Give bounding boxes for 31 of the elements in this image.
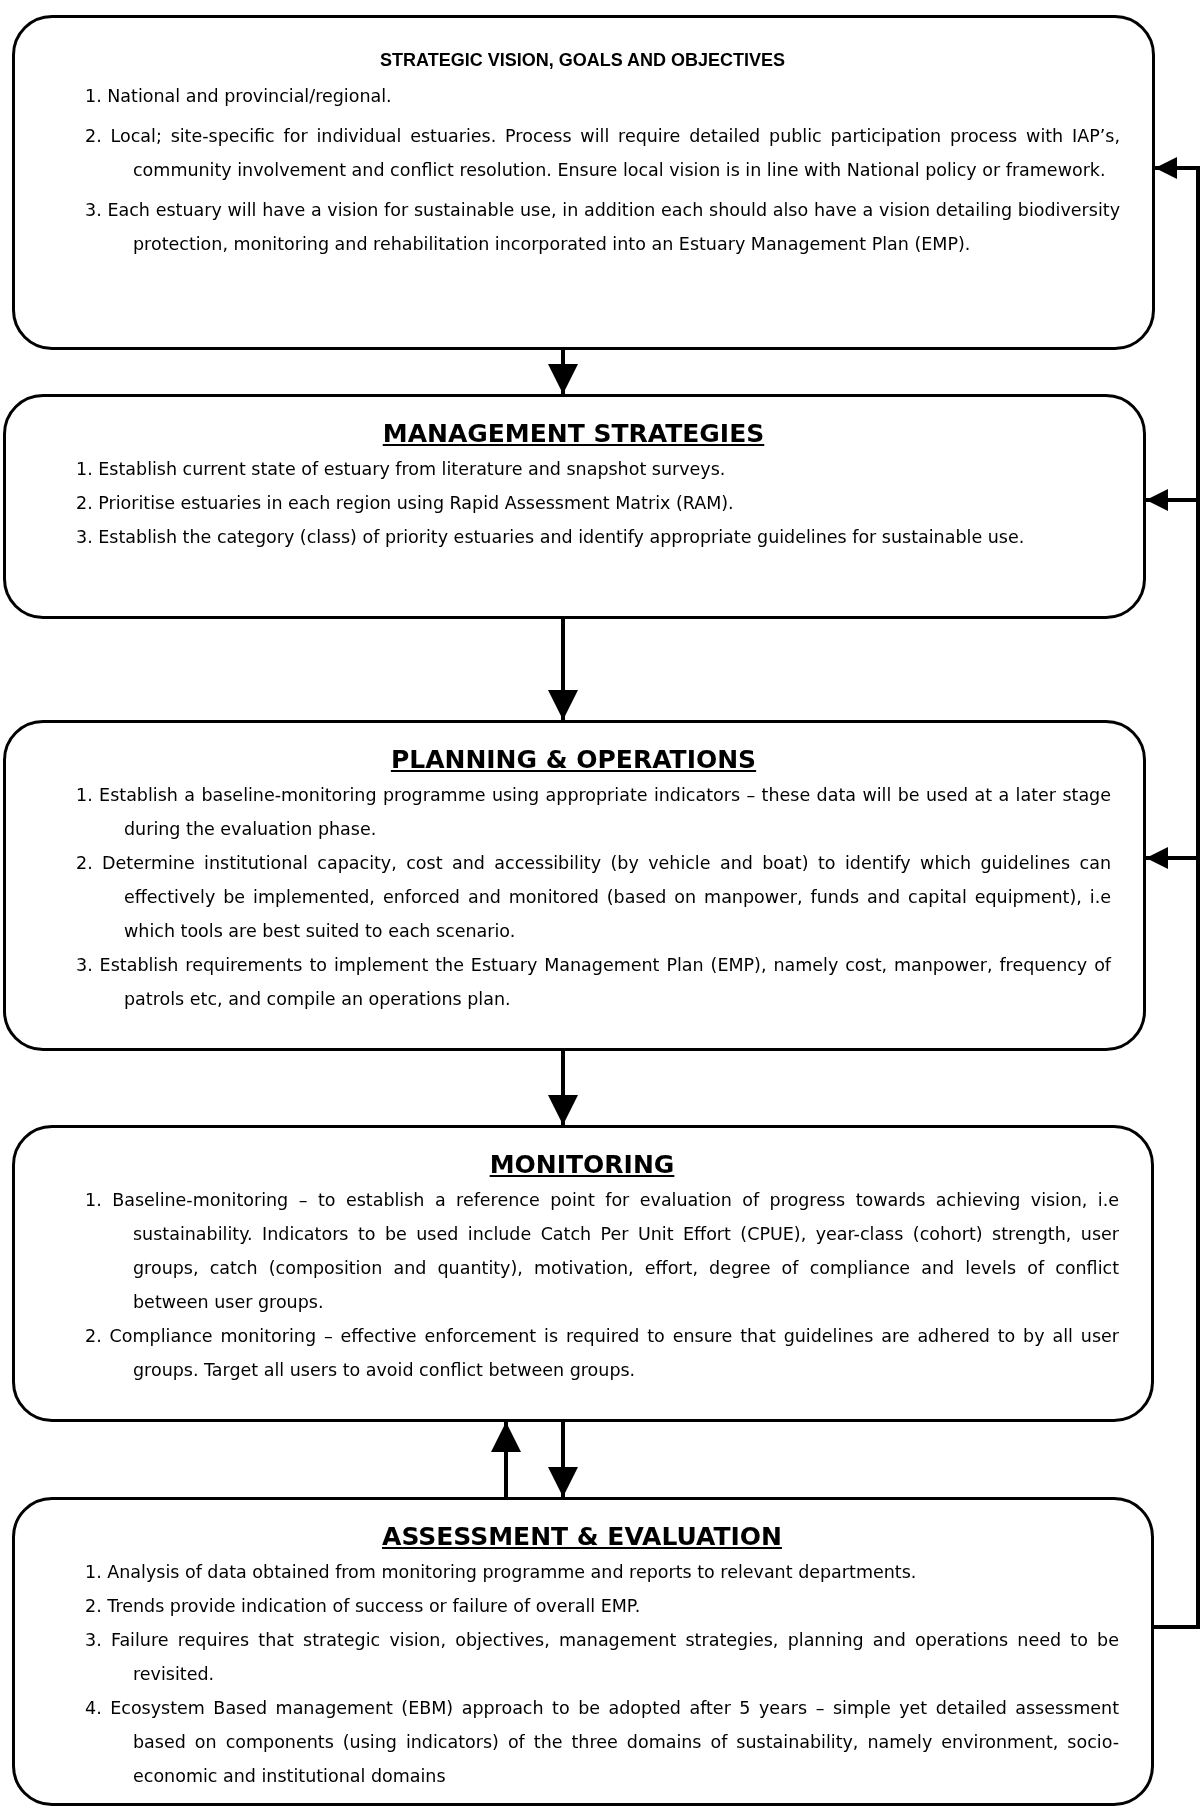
arrow <box>548 350 578 394</box>
list-item: 2. Compliance monitoring – effective enforcement is required to ensure that guidelines are adhered to by all user groups. Target all users to avoid conflict between groups. <box>85 1325 1119 1382</box>
list-item: 2. Determine institutional capacity, cost and accessibility (by vehicle and boat) to identify which guidelines can effectively be implemented, enforced and monitored (based on manpower, funds and capital equipment), i.e which tools are best suited to each scenario. <box>76 852 1111 943</box>
arrow <box>548 1051 578 1125</box>
arrow <box>1146 847 1200 1629</box>
box-heading: MANAGEMENT STRATEGIES <box>381 419 766 448</box>
list-item: 3. Each estuary will have a vision for sustainable use, in addition each should also have a vision detailing biodiversity protection, monitoring and rehabilitation incorporated into an Estuary Management Plan (EMP). <box>85 199 1120 256</box>
box-heading: STRATEGIC VISION, GOALS AND OBJECTIVES <box>378 50 786 71</box>
list-item: 2. Local; site-specific for individual estuaries. Process will require detailed public participation process with IAP’s, community involvement and conflict resolution. Ensure local vision is in line with National policy or framework. <box>85 125 1120 182</box>
list-item: 1. National and provincial/regional. <box>85 85 393 108</box>
list-item: 1. Establish a baseline-monitoring programme using appropriate indicators – these data will be used at a later stage during the evaluation phase. <box>76 784 1111 841</box>
list-item: 3. Failure requires that strategic vision, objectives, management strategies, planning and operations need to be revisited. <box>85 1629 1119 1686</box>
arrow <box>548 619 578 720</box>
list-item: 3. Establish the category (class) of priority estuaries and identify appropriate guidelines for sustainable use. <box>76 526 1026 549</box>
list-item: 1. Baseline-monitoring – to establish a reference point for evaluation of progress towards achieving vision, i.e sustainability. Indicators to be used include Catch Per Unit Effort (CPUE), year-class (cohort) strength, user groups, catch (composition and quantity), motivation, effort, degree of compliance and levels of conflict between user groups. <box>85 1189 1119 1314</box>
list-item: 4. Ecosystem Based management (EBM) approach to be adopted after 5 years – simple yet detailed assessment based on components (using indicators) of the three domains of sustainability, namely environment, socio-economic and institutional domains <box>85 1697 1119 1788</box>
box-heading: PLANNING & OPERATIONS <box>389 745 758 774</box>
list-item: 1. Analysis of data obtained from monitoring programme and reports to relevant departments. <box>85 1561 918 1584</box>
list-item: 1. Establish current state of estuary from literature and snapshot surveys. <box>76 458 727 481</box>
process-box <box>12 15 1155 350</box>
list-item: 2. Trends provide indication of success or failure of overall EMP. <box>85 1595 642 1618</box>
list-item: 3. Establish requirements to implement the Estuary Management Plan (EMP), namely cost, manpower, frequency of patrols etc, and compile an operations plan. <box>76 954 1111 1011</box>
list-item: 2. Prioritise estuaries in each region using Rapid Assessment Matrix (RAM). <box>76 492 735 515</box>
arrow <box>491 1422 521 1497</box>
box-heading: MONITORING <box>488 1150 676 1179</box>
process-box <box>12 1125 1154 1422</box>
process-box <box>3 394 1146 619</box>
box-heading: ASSESSMENT & EVALUATION <box>381 1522 783 1551</box>
process-box <box>12 1497 1154 1806</box>
process-box <box>3 720 1146 1051</box>
arrow <box>548 1422 578 1497</box>
